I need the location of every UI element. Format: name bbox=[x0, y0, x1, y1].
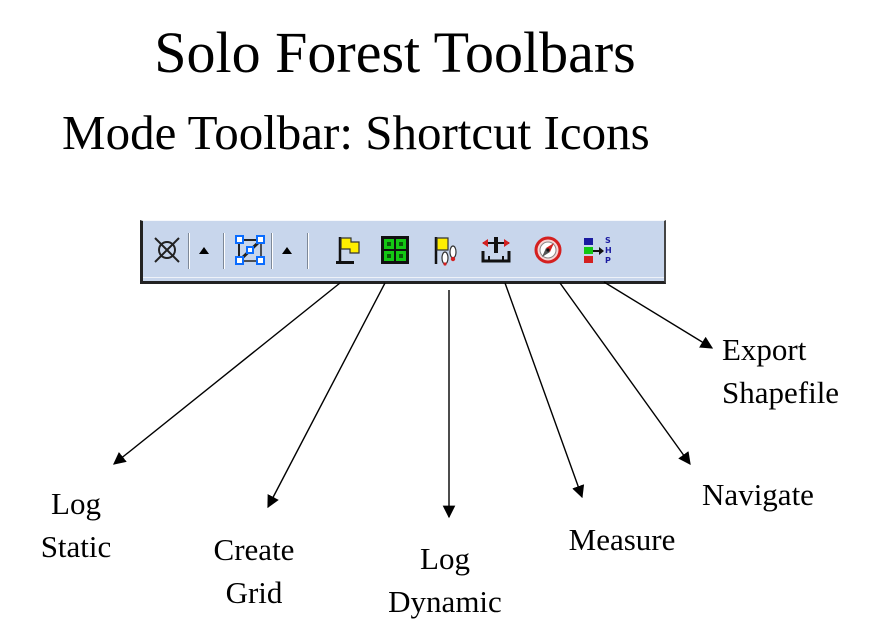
log-dynamic-icon[interactable] bbox=[429, 234, 461, 266]
arrow-export-shapefile bbox=[603, 281, 714, 349]
arrow-navigate bbox=[559, 282, 691, 466]
navigate-icon[interactable] bbox=[532, 234, 564, 266]
measure-icon[interactable] bbox=[480, 234, 512, 266]
toolbar-separator bbox=[223, 233, 225, 269]
select-dropdown-arrow[interactable] bbox=[197, 234, 211, 266]
label-log-dynamic: Log Dynamic bbox=[388, 541, 502, 619]
edit-polygon-icon[interactable] bbox=[234, 234, 266, 266]
select-tool-icon[interactable] bbox=[151, 234, 183, 266]
mode-toolbar: S H P bbox=[140, 220, 666, 284]
page-subtitle: Mode Toolbar: Shortcut Icons bbox=[62, 105, 650, 160]
label-measure: Measure bbox=[568, 522, 676, 557]
export-shapefile-icon[interactable]: S H P bbox=[581, 234, 613, 266]
label-log-static: Log Static bbox=[40, 486, 112, 564]
arrow-create-grid bbox=[267, 282, 386, 509]
svg-text:H: H bbox=[605, 246, 612, 255]
label-navigate: Navigate bbox=[702, 477, 814, 512]
toolbar-separator bbox=[188, 233, 190, 269]
log-static-icon[interactable] bbox=[333, 234, 365, 266]
arrow-measure bbox=[504, 282, 585, 499]
toolbar-separator bbox=[271, 233, 273, 269]
toolbar-separator bbox=[307, 233, 309, 269]
arrow-log-static bbox=[113, 282, 341, 465]
create-grid-icon[interactable] bbox=[379, 234, 411, 266]
svg-text:P: P bbox=[605, 256, 611, 265]
svg-text:S: S bbox=[605, 236, 611, 245]
page-title: Solo Forest Toolbars bbox=[154, 20, 636, 85]
edit-dropdown-arrow[interactable] bbox=[280, 234, 294, 266]
label-export-shapefile: Export Shapefile bbox=[722, 332, 840, 410]
label-create-grid: Create Grid bbox=[213, 532, 295, 610]
